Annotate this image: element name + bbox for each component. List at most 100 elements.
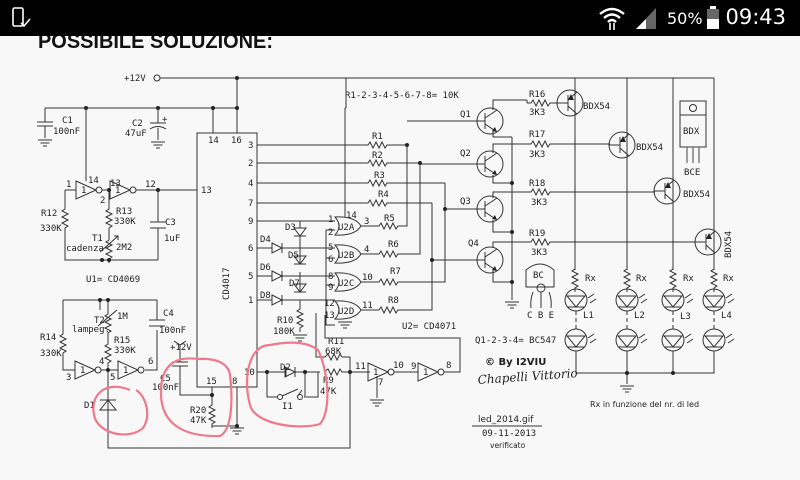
schematic-label: + xyxy=(162,115,168,125)
schematic-label: D3 xyxy=(285,223,296,233)
schematic-label: L1 xyxy=(583,311,594,321)
schematic-label: D2 xyxy=(280,363,291,373)
schematic-label: 2M2 xyxy=(116,243,132,253)
schematic-label: 9 xyxy=(328,283,333,293)
schematic-label: cadenza xyxy=(66,244,104,254)
schematic-label: 8 xyxy=(328,272,333,282)
image-viewer[interactable]: POSSIBILE SOLUZIONE: 1 +12V C1 100nF + C… xyxy=(0,36,800,480)
schematic-label: C4 xyxy=(163,309,174,319)
package-pins: BCE xyxy=(684,168,700,178)
schematic-label: 3K3 xyxy=(529,108,545,118)
schematic-label: 7 xyxy=(248,199,253,209)
schematic-label: 3 xyxy=(248,141,253,151)
schematic-label: R7 xyxy=(390,267,401,277)
schematic-label: 330K xyxy=(114,346,136,356)
schematic-label: 3K3 xyxy=(529,150,545,160)
schematic-label: 8 xyxy=(232,377,237,387)
schematic-label: D7 xyxy=(289,279,300,289)
schematic-label: R11 xyxy=(328,337,344,347)
schematic-label: R9 xyxy=(323,376,334,386)
battery-percent: 50% xyxy=(667,9,703,28)
schematic-label: 5 xyxy=(328,243,333,253)
supply-label: +12V xyxy=(124,74,146,84)
signature: Chapelli Vittorio xyxy=(477,366,578,387)
c2-value: 47uF xyxy=(125,129,147,139)
schematic-label: 12 xyxy=(145,180,156,190)
schematic-label: R3 xyxy=(374,171,385,181)
schematic-label: 100nF xyxy=(159,326,186,336)
schematic-label: Rx xyxy=(636,274,647,284)
c1-label: C1 xyxy=(62,116,73,126)
schematic-label: 14 xyxy=(346,211,357,221)
schematic-label: U2D xyxy=(338,307,354,317)
schematic-label: D4 xyxy=(260,235,271,245)
status-bar: 50% 09:43 xyxy=(0,0,800,36)
schematic-label: R10 xyxy=(277,316,293,326)
schematic-label: lampeg. xyxy=(72,325,110,335)
schematic-label: 3K3 xyxy=(531,198,547,208)
schematic-label: 330K xyxy=(114,217,136,227)
schematic-label: R16 xyxy=(529,90,545,100)
schematic-label: 68K xyxy=(325,347,342,357)
schematic-label: L2 xyxy=(634,311,645,321)
schematic-label: Q4 xyxy=(468,239,479,249)
schematic-label: 1 xyxy=(66,180,71,190)
schematic-label: 16 xyxy=(231,136,242,146)
schematic-label: U2A xyxy=(338,223,355,233)
schematic-label: Rx xyxy=(585,274,596,284)
schematic-label: U1= CD4069 xyxy=(86,275,140,285)
schematic-label: 13 xyxy=(201,186,212,196)
schematic-label: 4 xyxy=(248,179,253,189)
schematic-label: 330K xyxy=(40,224,62,234)
schematic-label: U2C xyxy=(338,279,354,289)
schematic-label: C5 xyxy=(160,374,171,384)
schematic-label: 2 xyxy=(100,196,105,206)
schematic-label: 3 xyxy=(66,373,71,383)
schematic-label: Rx in funzione del nr. di led xyxy=(590,400,699,409)
hand-drawn-highlights xyxy=(92,341,329,438)
schematic-label: 13 xyxy=(324,311,335,321)
package-label: BDX xyxy=(683,127,700,137)
schematic-label: 10 xyxy=(244,368,255,378)
schematic-label: R6 xyxy=(388,240,399,250)
circuit-schematic: 1 +12V C1 100nF + C2 47uF 14 16 13 xyxy=(37,74,735,450)
schematic-label: 1 xyxy=(328,215,333,225)
cd4017-label: CD4017 xyxy=(222,267,232,300)
schematic-label: T2 xyxy=(94,316,105,326)
schematic-label: R18 xyxy=(529,179,545,189)
schematic-label: 180K xyxy=(273,327,295,337)
schematic-label: 14 xyxy=(208,136,219,146)
schematic-label: 10 xyxy=(362,273,373,283)
schematic-label: U2B xyxy=(338,251,354,261)
schematic-label: BDX54 xyxy=(583,102,610,112)
schematic-label: 5 xyxy=(110,373,115,383)
c1-value: 100nF xyxy=(53,127,80,137)
schematic-label: R5 xyxy=(384,214,395,224)
schematic-label: 6 xyxy=(148,357,153,367)
wifi-icon xyxy=(599,7,625,30)
schematic-label: 13 xyxy=(110,179,121,189)
schematic-label: 9 xyxy=(411,362,416,372)
schematic-label: Q1-2-3-4= BC547 xyxy=(475,336,556,346)
schematic-label: 7 xyxy=(378,378,383,388)
schematic-label: 47K xyxy=(190,416,207,426)
schematic-label: I1 xyxy=(282,402,293,412)
schematic-label: R19 xyxy=(529,229,545,239)
schematic-label: 8 xyxy=(446,361,451,371)
schematic-label: 5 xyxy=(248,272,253,282)
filename: led_2014.gif xyxy=(478,415,534,425)
schematic-label: D8 xyxy=(260,291,271,301)
date: 09-11-2013 xyxy=(482,429,536,439)
schematic-label: Q3 xyxy=(460,197,471,207)
schematic-label: R8 xyxy=(388,296,399,306)
schematic-label: BC xyxy=(533,271,544,281)
schematic-label: Rx xyxy=(683,274,694,284)
schematic-label: C3 xyxy=(165,218,176,228)
schematic-label: 4 xyxy=(364,245,369,255)
